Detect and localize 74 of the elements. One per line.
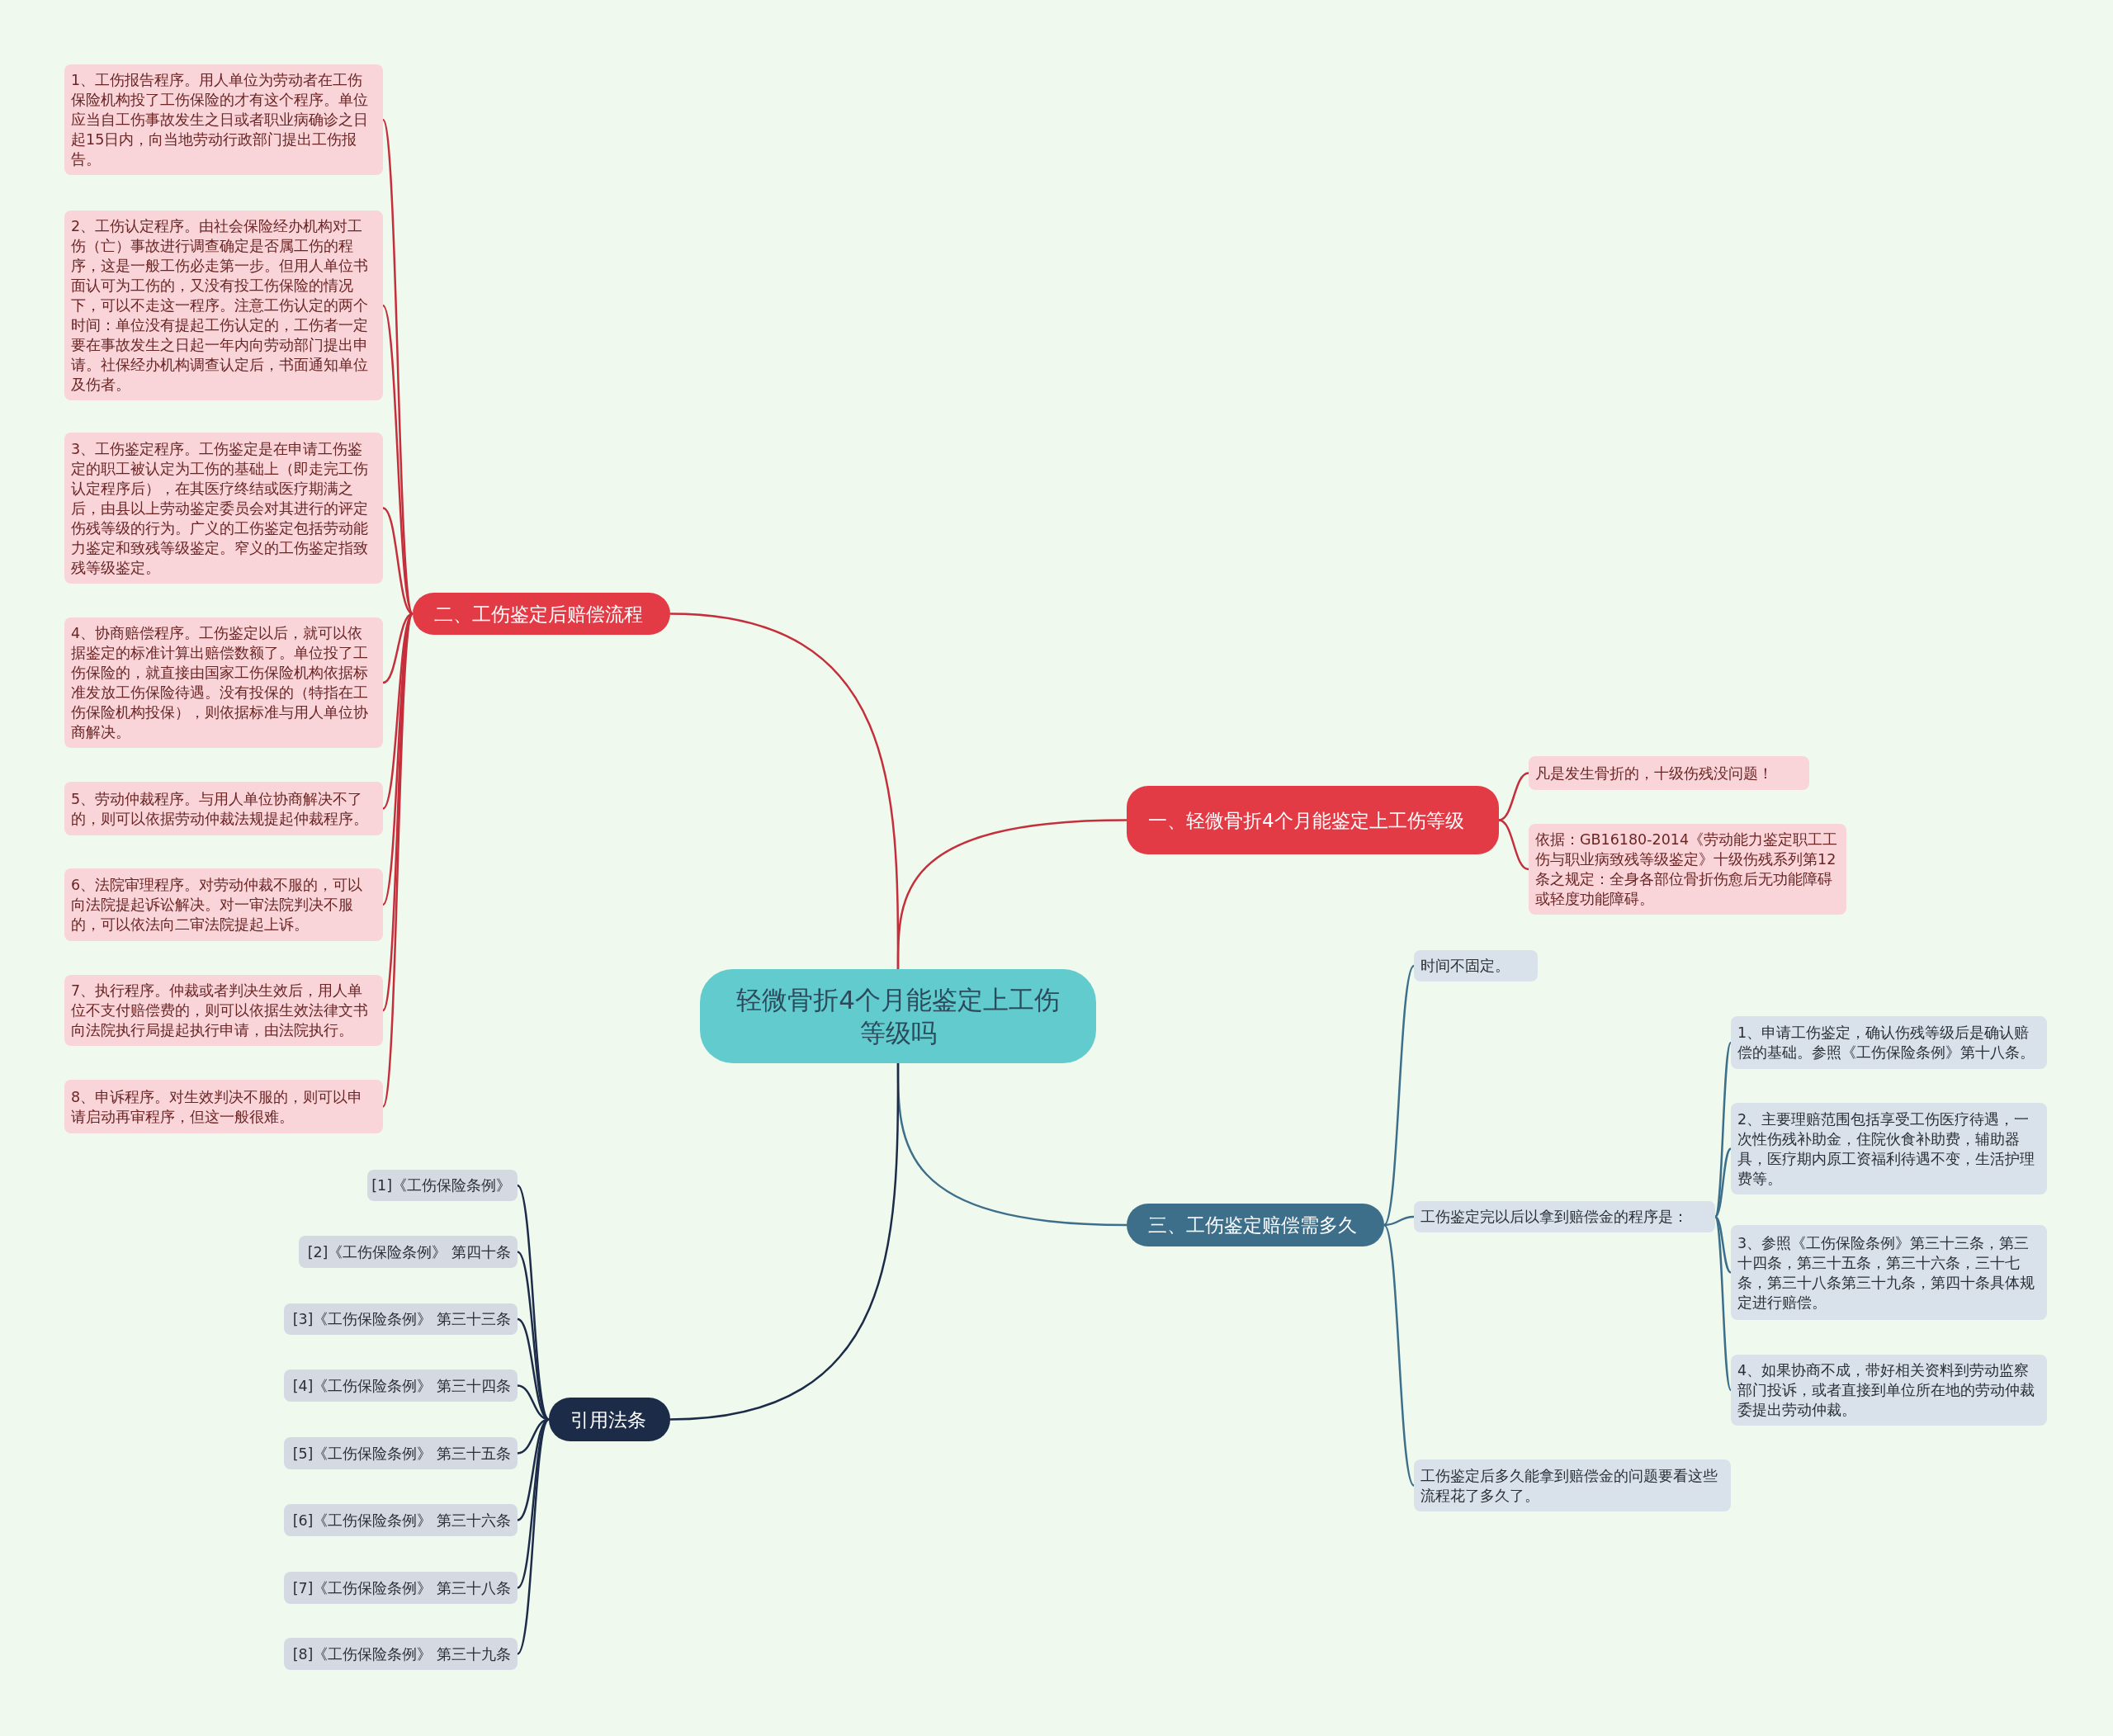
connector-line xyxy=(1714,1147,1732,1218)
subtopic-card xyxy=(367,1170,518,1201)
subtopic-card xyxy=(64,868,383,941)
subtopic-card xyxy=(1731,1016,2047,1069)
subtopic-card xyxy=(1529,756,1809,790)
connector-line xyxy=(1383,1224,1416,1487)
subtopic-card xyxy=(284,1303,518,1335)
topic-text: [5]《工伤保险条例》 第三十五条 xyxy=(292,1444,511,1464)
topic-text: 三、工伤鉴定赔偿需多久 xyxy=(1148,1213,1357,1237)
subtopic-card xyxy=(1731,1355,2047,1426)
subtopic-card xyxy=(284,1638,518,1670)
topic-text: 2、工伤认定程序。由社会保险经办机构对工伤（亡）事故进行调查确定是否属工伤的程序，这是一般工伤必走第一步。但用人单位书面认可为工伤的，又没有投工伤保险的情况下，可以不走这一程序。注意工伤认定的两个时间：单位没有提起工伤认定的，工伤者一定要在事故发生之日起一年内向劳动部门提出申请。社保经办机构调查认定后，书面通知单位及伤者。 xyxy=(71,217,369,395)
topic-text: 依据：GB16180-2014《劳动能力鉴定职工工伤与职业病致残等级鉴定》十级伤残系列第12条之规定：全身各部位骨折伤愈后无功能障碍或轻度功能障碍。 xyxy=(1535,830,1839,909)
topic-text: 2、主要理赔范围包括享受工伤医疗待遇，一次性伤残补助金，住院伙食补助费，辅助器具，医疗期内原工资福利待遇不变，生活护理费等。 xyxy=(1737,1109,2035,1189)
topic-text: 二、工伤鉴定后赔偿流程 xyxy=(434,602,643,627)
topic-text: 4、协商赔偿程序。工伤鉴定以后，就可以依据鉴定的标准计算出赔偿数额了。单位投了工伤保险的，就直接由国家工伤保险机构依据标准发放工伤保险待遇。没有投保的（特指在工伤保险机构投保），则依据标准与用人单位协商解决。 xyxy=(71,624,369,742)
subtopic-card xyxy=(1414,1201,1715,1232)
topic-text: 工伤鉴定完以后以拿到赔偿金的程序是： xyxy=(1420,1208,1688,1227)
connector-line xyxy=(1714,1216,1732,1391)
topic-text: 3、工伤鉴定程序。工伤鉴定是在申请工伤鉴定的职工被认定为工伤的基础上（即走完工伤认定程序后），在其医疗终结或医疗期满之后，由县以上劳动鉴定委员会对其进行的评定伤残等级的行为。广义的工伤鉴定包括劳动能力鉴定和致残等级鉴定。窄义的工伤鉴定指致残等级鉴定。 xyxy=(71,439,369,578)
subtopic-card xyxy=(284,1437,518,1469)
subtopic-card xyxy=(1731,1103,2047,1194)
subtopic-card xyxy=(64,64,383,175)
central-topic xyxy=(700,969,1096,1063)
topic-text: 时间不固定。 xyxy=(1420,957,1510,976)
subtopic-card xyxy=(284,1504,518,1536)
connector-line xyxy=(669,1063,900,1421)
subtopic-card xyxy=(1414,1459,1731,1511)
topic-text: 1、工伤报告程序。用人单位为劳动者在工伤保险机构投了工伤保险的才有这个程序。单位应当自工伤事故发生之日或者职业病确诊之日起15日内，向当地劳动行政部门提出工伤报告。 xyxy=(71,71,369,169)
subtopic-card xyxy=(64,617,383,748)
connector-line xyxy=(517,1418,550,1655)
branch-topic xyxy=(413,593,670,635)
subtopic-card xyxy=(284,1572,518,1604)
connector-line xyxy=(1498,819,1529,871)
topic-text: 一、轻微骨折4个月能鉴定上工伤等级 xyxy=(1148,808,1464,833)
connector-line xyxy=(1383,1215,1415,1227)
branch-topic xyxy=(549,1398,670,1441)
topic-text: [4]《工伤保险条例》 第三十四条 xyxy=(292,1376,511,1396)
topic-text: 1、申请工伤鉴定，确认伤残等级后是确认赔偿的基础。参照《工伤保险条例》第十八条。 xyxy=(1737,1024,2035,1062)
topic-text: 3、参照《工伤保险条例》第三十三条，第三十四条，第三十五条，第三十六条，三十七条，第三十八条第三十九条，第四十条具体规定进行赔偿。 xyxy=(1737,1233,2035,1313)
connector-line xyxy=(669,613,900,969)
topic-text: 4、如果协商不成，带好相关资料到劳动监察部门投诉，或者直接到单位所在地的劳动仲裁委提出劳动仲裁。 xyxy=(1737,1361,2035,1420)
topic-text: 轻微骨折4个月能鉴定上工伤等级吗 xyxy=(735,984,1061,1049)
connector-line xyxy=(517,1185,550,1421)
topic-text: 7、执行程序。仲裁或者判决生效后，用人单位不支付赔偿费的，则可以依据生效法律文书向法院执行局提起执行申请，由法院执行。 xyxy=(71,982,369,1040)
topic-text: [3]《工伤保险条例》 第三十三条 xyxy=(292,1310,511,1329)
subtopic-card xyxy=(64,975,383,1046)
topic-text: [6]《工伤保险条例》 第三十六条 xyxy=(292,1511,511,1530)
topic-text: 凡是发生骨折的，十级伤残没问题！ xyxy=(1535,764,1773,783)
topic-text: 工伤鉴定后多久能拿到赔偿金的问题要看这些流程花了多久了。 xyxy=(1420,1466,1718,1506)
connector-line xyxy=(382,507,414,615)
connector-line xyxy=(517,1418,550,1589)
topic-text: [1]《工伤保险条例》 xyxy=(371,1176,511,1195)
subtopic-card xyxy=(299,1236,518,1268)
subtopic-card xyxy=(1414,950,1538,982)
topic-text: 8、申诉程序。对生效判决不服的，则可以申请启动再审程序，但这一般很难。 xyxy=(71,1087,364,1127)
subtopic-card xyxy=(64,782,383,835)
branch-topic xyxy=(1127,1204,1384,1246)
connector-line xyxy=(1383,965,1416,1226)
connector-line xyxy=(381,119,414,614)
topic-text: 引用法条 xyxy=(570,1407,646,1432)
topic-text: [2]《工伤保险条例》 第四十条 xyxy=(307,1242,511,1262)
topic-text: [7]《工伤保险条例》 第三十八条 xyxy=(292,1578,511,1598)
subtopic-card xyxy=(1731,1225,2047,1320)
connector-line xyxy=(381,613,414,1107)
subtopic-card xyxy=(64,1080,383,1133)
subtopic-card xyxy=(284,1369,518,1402)
branch-topic xyxy=(1127,786,1499,854)
topic-text: [8]《工伤保险条例》 第三十九条 xyxy=(292,1644,511,1664)
topic-text: 5、劳动仲裁程序。与用人单位协商解决不了的，则可以依据劳动仲裁法规提起仲裁程序。 xyxy=(71,789,369,829)
topic-text: 6、法院审理程序。对劳动仲裁不服的，可以向法院提起诉讼解决。对一审法院判决不服的，可以依法向二审法院提起上诉。 xyxy=(71,876,364,934)
connector-line xyxy=(1714,1216,1732,1274)
subtopic-card xyxy=(1529,824,1846,915)
connector-line xyxy=(1498,772,1529,821)
